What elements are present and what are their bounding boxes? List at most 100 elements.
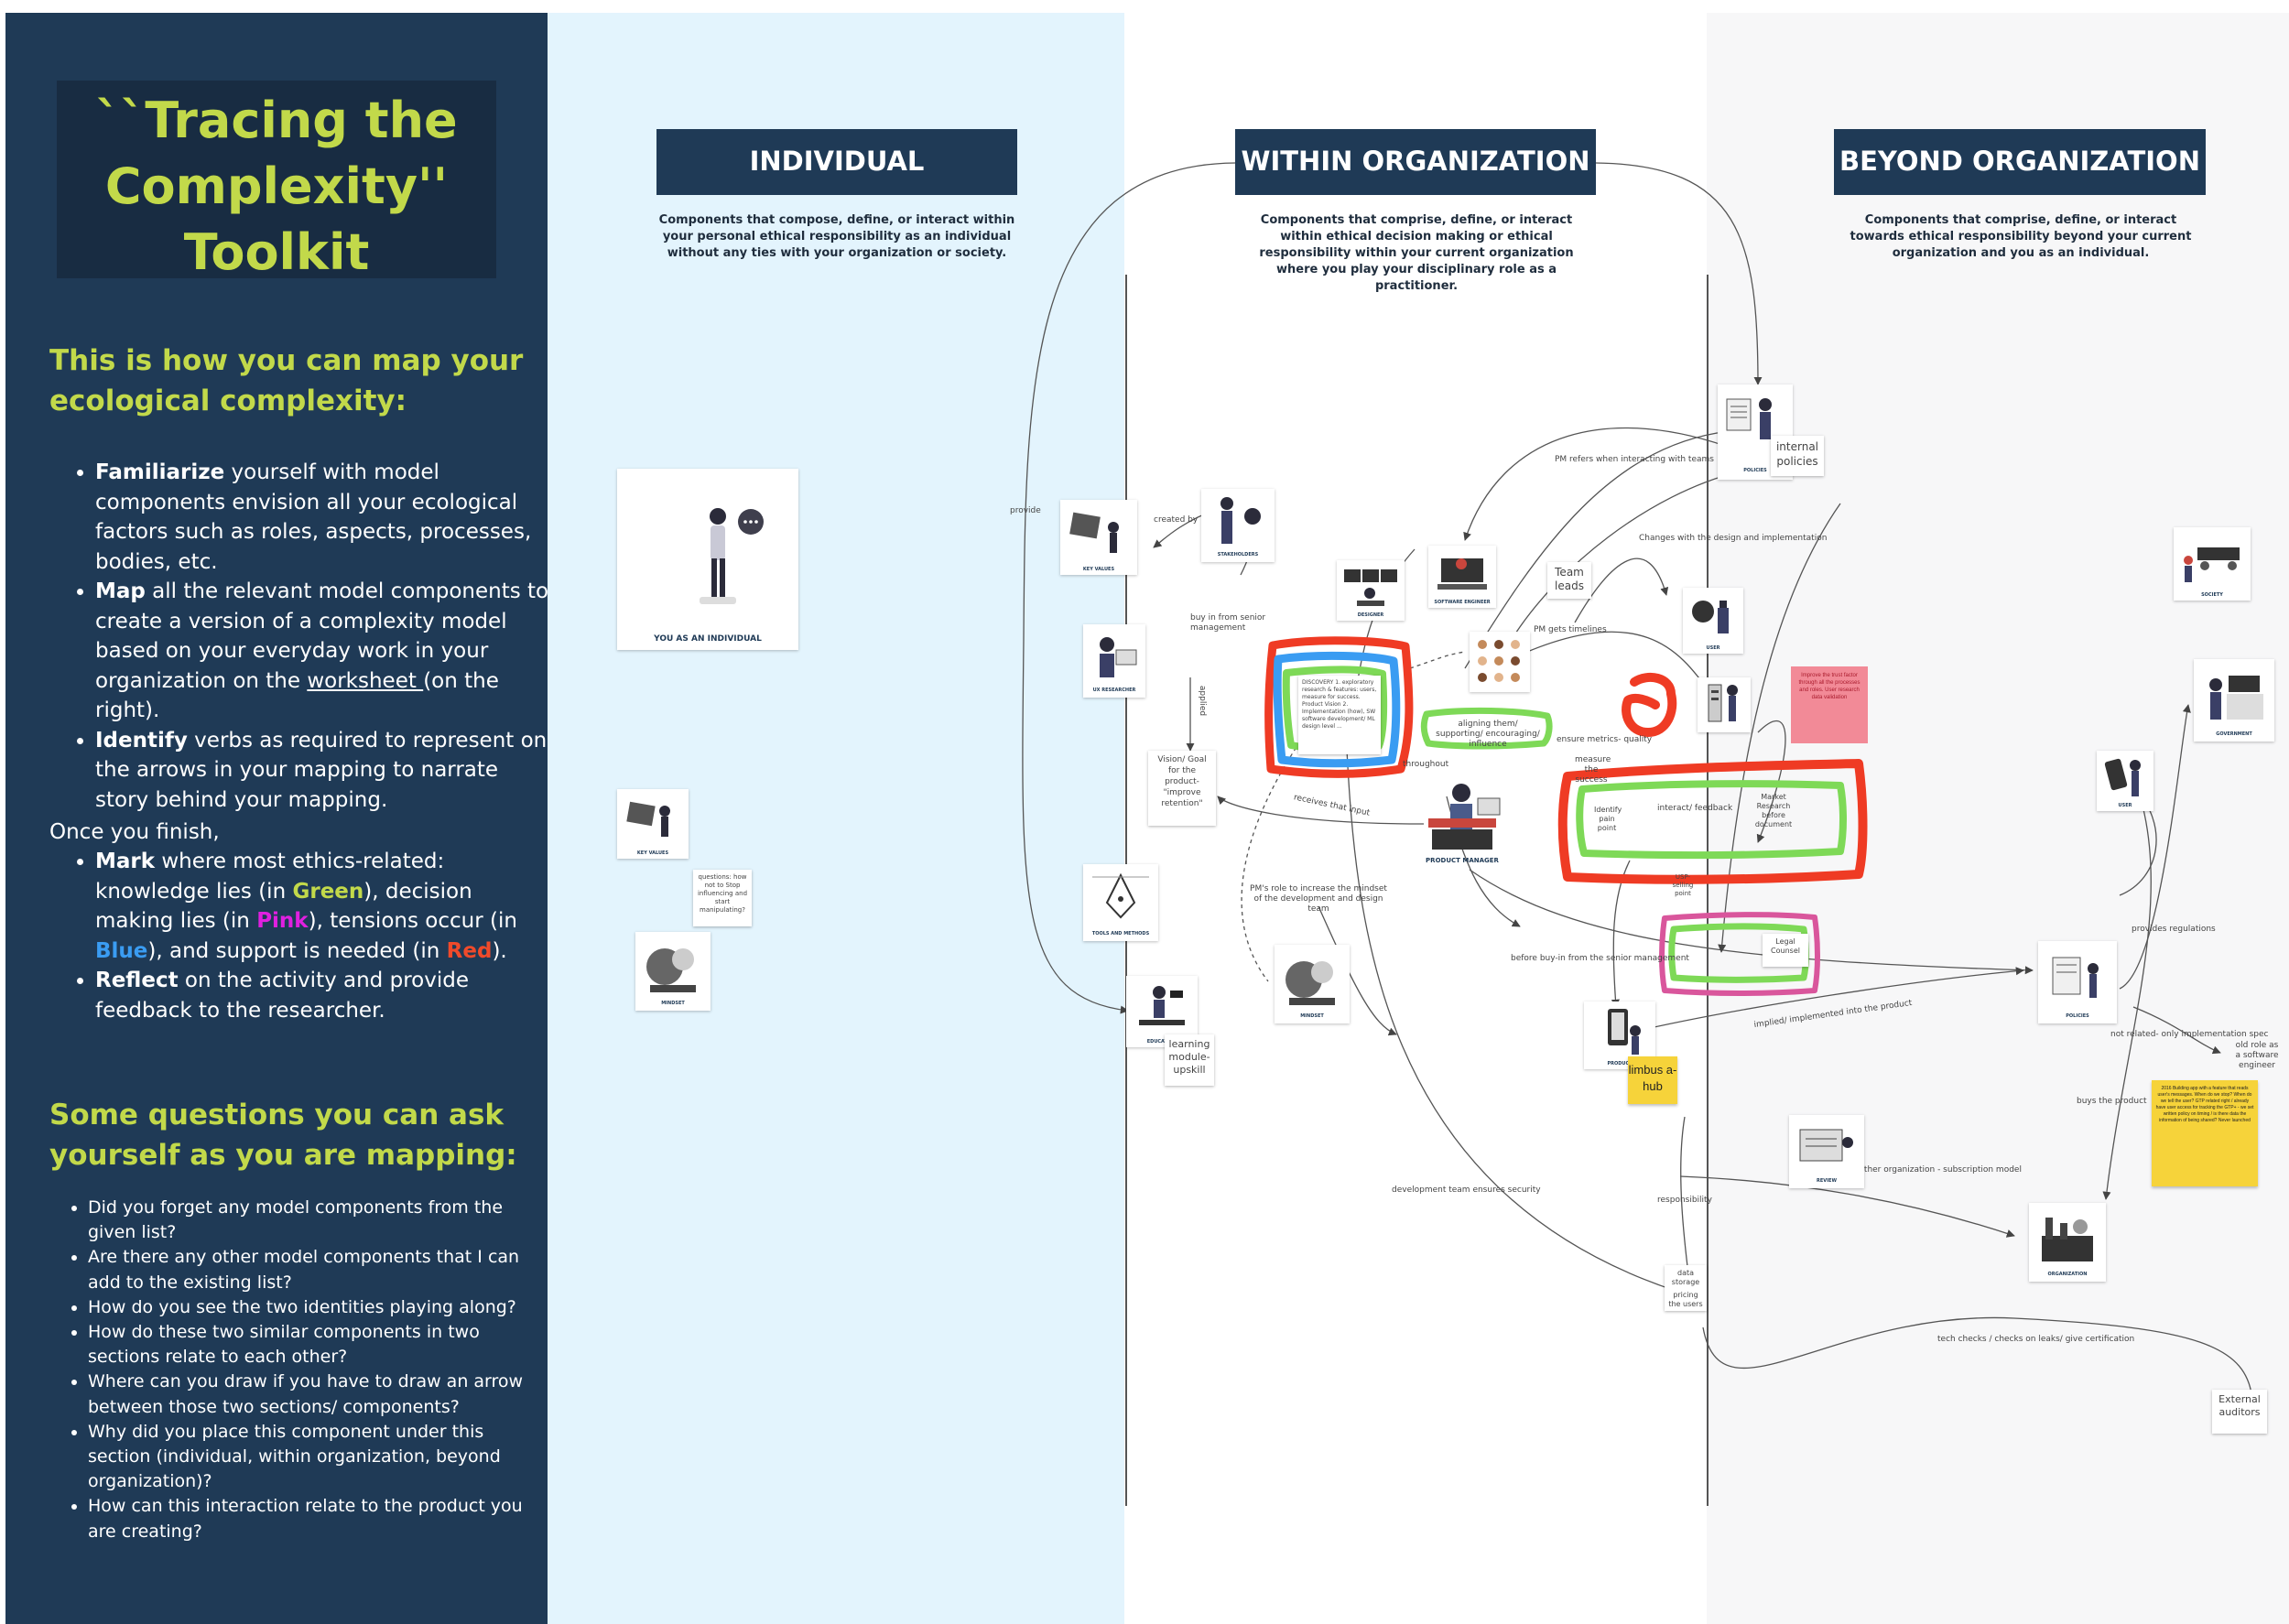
vision-goal-note[interactable]: Vision/ Goal for the product- "improve r… [1148, 751, 1216, 826]
question-item: How can this interaction relate to the p… [88, 1494, 546, 1543]
you-as-individual-card[interactable]: YOU AS AN INDIVIDUAL [617, 469, 798, 650]
legal-counsel-note[interactable]: Legal Counsel [1763, 934, 1808, 967]
card-caption: TOOLS AND METHODS [1091, 931, 1150, 937]
team-leads-note[interactable]: Team leads [1547, 562, 1591, 599]
stakeholder-card[interactable]: STAKEHOLDERS [1201, 489, 1275, 562]
product-card[interactable]: PRODUCT [1584, 1001, 1655, 1069]
data-card[interactable] [1698, 677, 1751, 732]
step-text: ), and support is needed (in [147, 938, 447, 963]
section-desc-within: Components that comprise, define, or int… [1259, 213, 1574, 293]
card-caption: YOU AS AN INDIVIDUAL [654, 634, 762, 644]
designer-card[interactable]: DESIGNER [1337, 560, 1405, 621]
mindset-icon [646, 948, 696, 992]
question-item: Why did you place this component under t… [88, 1420, 546, 1495]
card-caption: PRODUCT MANAGER [1426, 857, 1499, 864]
arrow-label: PM's role to increase the mindset of the… [1250, 884, 1387, 914]
card-caption: REVIEW [1817, 1178, 1837, 1184]
mindset-card-individual[interactable]: MINDSET [635, 932, 711, 1011]
app-feature-sticky[interactable]: 2016 Building app with a feature that re… [2152, 1080, 2258, 1186]
arrow-label: PM refers when interacting with teams [1555, 455, 1714, 464]
step-bold: Map [95, 579, 146, 603]
product-icon [1608, 1009, 1641, 1055]
arrow-label: throughout [1403, 760, 1449, 769]
arrow-label: interact/ feedback [1657, 804, 1733, 813]
step-text: yourself with model components envision … [95, 460, 532, 574]
card-caption: EDUCATION [1146, 1039, 1177, 1045]
organization-card[interactable]: ORGANIZATION [2029, 1203, 2106, 1282]
card-caption: POLICIES [1743, 468, 1767, 473]
usp-note[interactable]: USP- selling point [1672, 873, 1694, 897]
tools-methods-card[interactable]: TOOLS AND METHODS [1083, 864, 1158, 941]
factory-icon [2042, 1218, 2093, 1261]
software-engineer-card[interactable]: SOFTWARE ENGINEER [1428, 546, 1496, 608]
value-icon [626, 801, 670, 837]
step-bold: Mark [95, 850, 156, 873]
section-header-individual: INDIVIDUAL [656, 129, 1017, 195]
arrow-label: created by [1154, 515, 1199, 525]
user-icon [2104, 758, 2141, 796]
card-caption: SOCIETY [2201, 592, 2223, 598]
government-icon [2209, 676, 2263, 720]
arrow-label: not related- only implementation spec [2110, 1030, 2269, 1039]
instructions-sidebar [5, 13, 548, 1624]
ux-researcher-card[interactable]: UX RESEARCHER [1083, 624, 1145, 698]
data-storage-label: data storage [1671, 1269, 1700, 1286]
discovery-note[interactable]: DISCOVERY 1. exploratory research & feat… [1298, 676, 1381, 754]
arrow-label: applied [1198, 685, 1208, 717]
market-research-note[interactable]: Market Research before document [1754, 793, 1793, 828]
card-caption: MINDSET [661, 1001, 685, 1006]
key-values-card[interactable]: KEY VALUES [1060, 500, 1137, 575]
limbus-sticky[interactable]: limbus a-hub [1628, 1056, 1677, 1104]
arrow-label: responsibility [1657, 1196, 1712, 1205]
team-faces-icon [1478, 640, 1520, 682]
finish-list: Mark where most ethics-related: knowledg… [51, 847, 553, 1025]
arrow-label: ensure metrics- quality [1557, 735, 1653, 744]
step-reflect: Reflect on the activity and provide feed… [95, 966, 553, 1025]
internal-policies-note[interactable]: internal policies [1771, 436, 1824, 476]
policies-card[interactable]: POLICIES [2038, 941, 2117, 1023]
trust-sticky[interactable]: Improve the trust factor through all the… [1791, 666, 1868, 743]
user-card[interactable]: USER [2097, 751, 2153, 811]
card-caption: UX RESEARCHER [1092, 687, 1136, 693]
arrow-label: buy in from senior management [1190, 613, 1266, 633]
product-manager-card[interactable]: PRODUCT MANAGER [1414, 776, 1511, 868]
arrow-label: PM gets timelines [1534, 625, 1607, 634]
card-caption: USER [1706, 645, 1720, 651]
card-caption: POLICIES [2066, 1013, 2089, 1019]
review-card[interactable]: REVIEW [1789, 1115, 1864, 1188]
question-item: Where can you draw if you have to draw a… [88, 1370, 546, 1419]
key-values-card[interactable]: KEY VALUES [617, 789, 689, 859]
step-map: Map all the relevant model components to… [95, 577, 553, 726]
step-text: on the activity and provide feedback to … [95, 969, 469, 1023]
once-finish-text: Once you finish, [49, 820, 220, 844]
arrow-label: development team ensures security [1392, 1186, 1541, 1195]
policies-icon [1726, 398, 1772, 439]
card-caption: STAKEHOLDERS [1217, 552, 1259, 558]
learning-note[interactable]: learning module- upskill [1165, 1034, 1214, 1086]
data-storage-note[interactable]: data storage pricing the users [1665, 1265, 1707, 1311]
government-card[interactable]: GOVERNMENT [2194, 659, 2274, 742]
card-caption: KEY VALUES [636, 850, 669, 856]
question-item: Did you forget any model components from… [88, 1196, 546, 1245]
user-card[interactable]: USER [1683, 588, 1743, 654]
card-caption: GOVERNMENT [2216, 731, 2252, 737]
data-icon [1708, 684, 1738, 722]
step-bold: Identify [95, 728, 188, 752]
questions-note[interactable]: questions: how not to Stop influencing a… [693, 870, 752, 926]
identify-pain-note[interactable]: Identify pain point [1594, 806, 1622, 832]
pricing-label: pricing the users [1668, 1291, 1703, 1308]
mindset-card[interactable]: MINDSET [1275, 945, 1350, 1023]
worksheet-link[interactable]: worksheet [307, 668, 424, 693]
question-item: How do you see the two identities playin… [88, 1295, 546, 1320]
aligning-note[interactable]: aligning them/ supporting/ encouraging/ … [1436, 720, 1540, 749]
question-item: How do these two similar components in t… [88, 1320, 546, 1370]
card-caption: PRODUCT [1607, 1061, 1633, 1066]
product-manager-icon [1428, 784, 1501, 850]
team-card[interactable] [1470, 632, 1530, 692]
society-card[interactable]: SOCIETY [2174, 527, 2251, 601]
person-illustration-icon [700, 508, 764, 604]
arrow-label: old role as a software engineer [2235, 1041, 2279, 1070]
designer-icon [1344, 569, 1397, 606]
external-auditors-note[interactable]: External auditors [2212, 1390, 2267, 1434]
step-text: ). [492, 938, 507, 963]
